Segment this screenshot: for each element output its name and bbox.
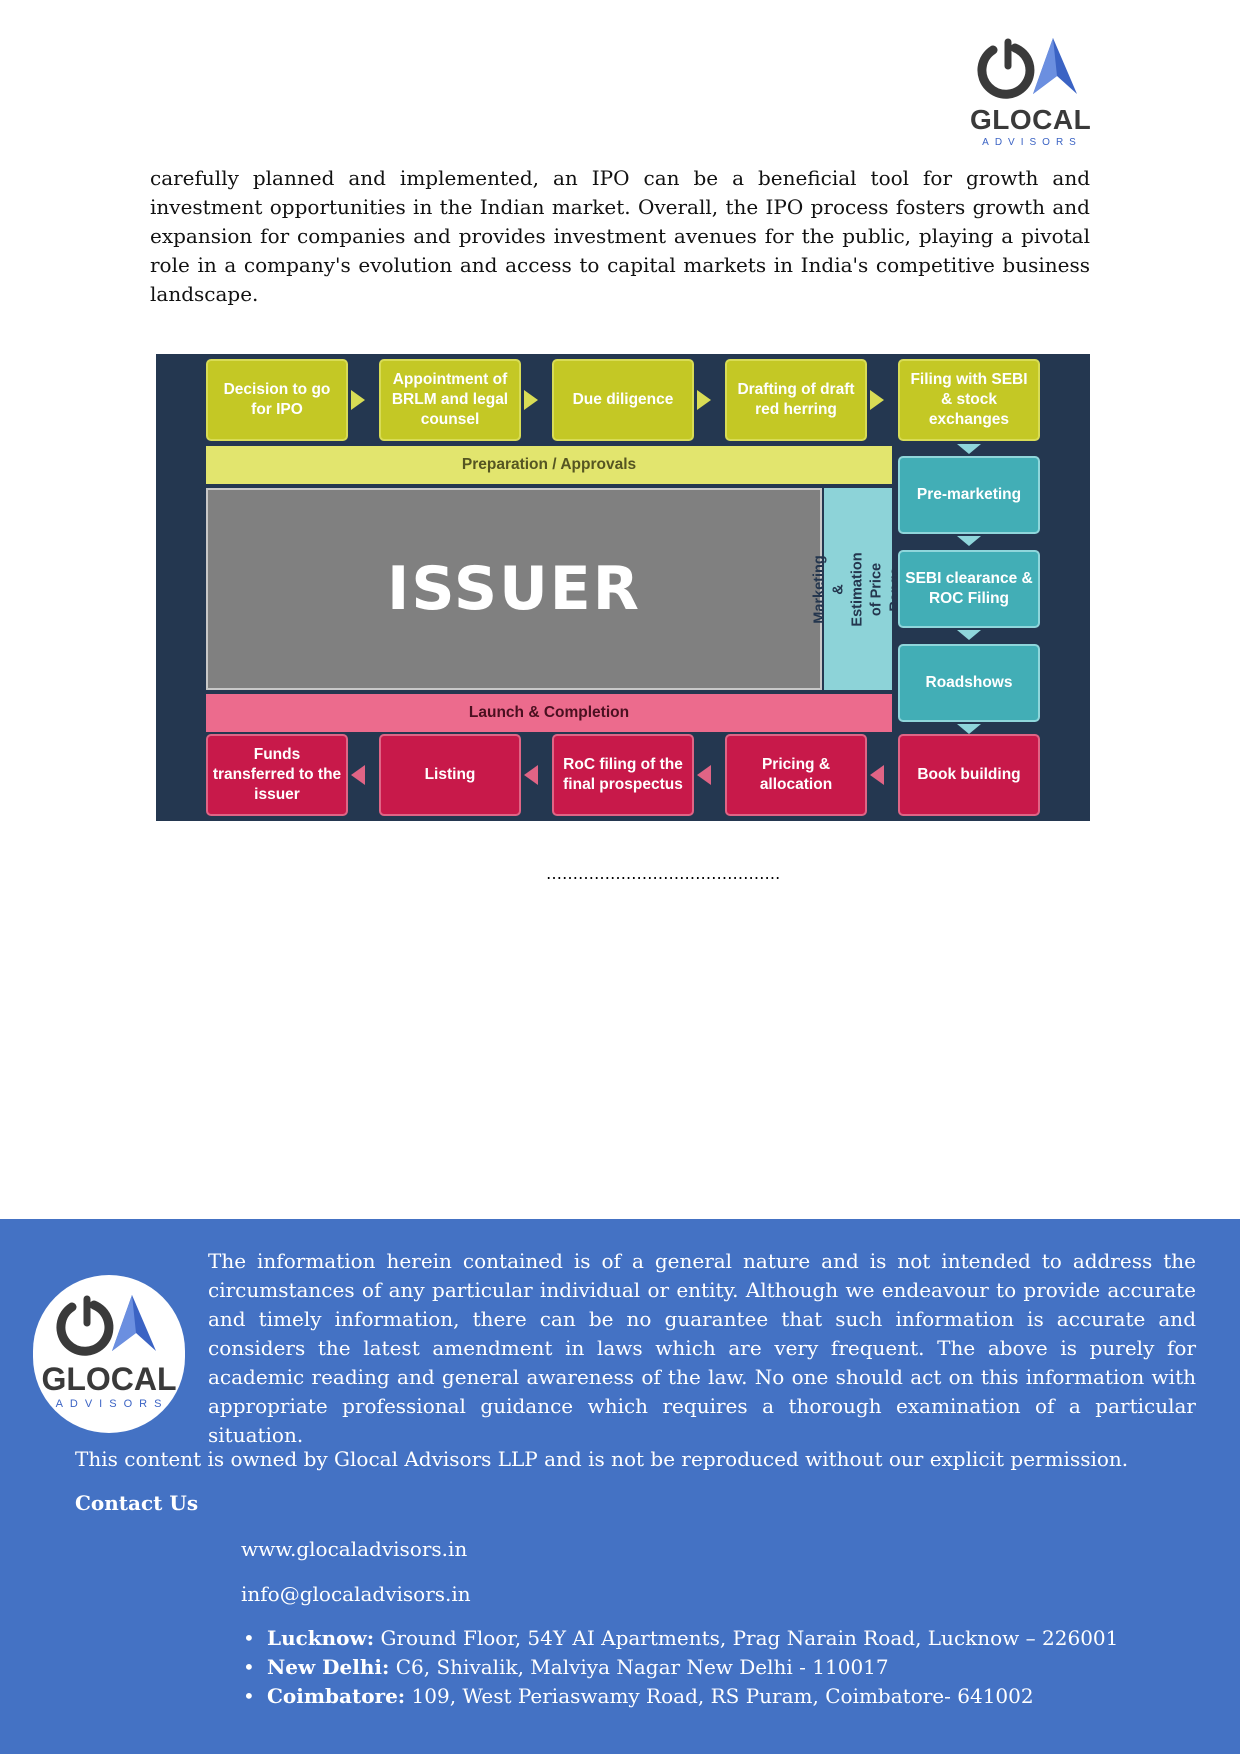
step-book-building-box: Book building [898,734,1040,816]
arrow-down-icon [957,536,981,546]
launch-band: Launch & Completion [206,694,892,732]
top-logo: GLOCAL ADVISORS [970,36,1092,148]
address-text: Ground Floor, 54Y AI Apartments, Prag Na… [380,1626,1119,1650]
arrow-left-icon [870,765,884,785]
arrow-down-icon [957,630,981,640]
office-address-list: Lucknow: Ground Floor, 54Y AI Apartments… [241,1624,1118,1711]
step-roadshows-box: Roadshows [898,644,1040,722]
address-item-lucknow: Lucknow: Ground Floor, 54Y AI Apartments… [241,1624,1118,1653]
address-city: Lucknow: [267,1626,375,1650]
glocal-logo-mark-icon [56,1295,156,1356]
intro-paragraph: carefully planned and implemented, an IP… [150,166,1090,306]
contact-heading: Contact Us [75,1491,199,1515]
logo-subtitle: ADVISORS [55,1398,169,1410]
step-pre-marketing-box: Pre-marketing [898,456,1040,534]
marketing-band: Marketing & Estimation of Price Range [812,488,904,690]
section-separator: …………….………………………. [546,864,781,883]
step-decision-box: Decision to go for IPO [206,359,348,441]
arrow-left-icon [697,765,711,785]
ownership-notice: This content is owned by Glocal Advisors… [75,1447,1129,1471]
step-appointment-box: Appointment of BRLM and legal counsel [379,359,521,441]
step-listing-box: Listing [379,734,521,816]
logo-subtitle: ADVISORS [982,137,1082,148]
address-item-coimbatore: Coimbatore: 109, West Periaswamy Road, R… [241,1682,1118,1711]
step-due-diligence-box: Due diligence [552,359,694,441]
address-city: New Delhi: [267,1655,390,1679]
step-pricing-box: Pricing & allocation [725,734,867,816]
arrow-left-icon [351,765,365,785]
address-text: 109, West Periaswamy Road, RS Puram, Coi… [411,1684,1034,1708]
step-roc-filing-box: RoC filing of the final prospectus [552,734,694,816]
step-sebi-clearance-box: SEBI clearance & ROC Filing [898,550,1040,628]
issuer-block: ISSUER [206,488,822,690]
arrow-right-icon [524,390,538,410]
arrow-right-icon [351,390,365,410]
address-city: Coimbatore: [267,1684,406,1708]
address-item-new-delhi: New Delhi: C6, Shivalik, Malviya Nagar N… [241,1653,1118,1682]
step-filing-box: Filing with SEBI & stock exchanges [898,359,1040,441]
ipo-process-diagram: Decision to go for IPO Appointment of BR… [156,354,1090,821]
arrow-down-icon [957,444,981,454]
address-text: C6, Shivalik, Malviya Nagar New Delhi - … [395,1655,889,1679]
step-funds-transferred-box: Funds transferred to the issuer [206,734,348,816]
footer-logo: GLOCAL ADVISORS [33,1275,185,1433]
glocal-logo-mark-icon [977,38,1077,99]
step-drafting-box: Drafting of draft red herring [725,359,867,441]
arrow-right-icon [697,390,711,410]
logo-wordmark: GLOCAL [41,1361,177,1397]
arrow-left-icon [524,765,538,785]
footer: GLOCAL ADVISORS The information herein c… [0,1219,1240,1754]
preparation-band: Preparation / Approvals [206,446,892,484]
email-link[interactable]: info@glocaladvisors.in [241,1582,471,1606]
arrow-right-icon [870,390,884,410]
logo-wordmark: GLOCAL [970,104,1092,135]
marketing-band-label: Marketing & Estimation of Price Range [811,551,904,627]
arrow-down-icon [957,724,981,734]
website-link[interactable]: www.glocaladvisors.in [241,1537,468,1561]
disclaimer-text: The information herein contained is of a… [208,1249,1196,1447]
